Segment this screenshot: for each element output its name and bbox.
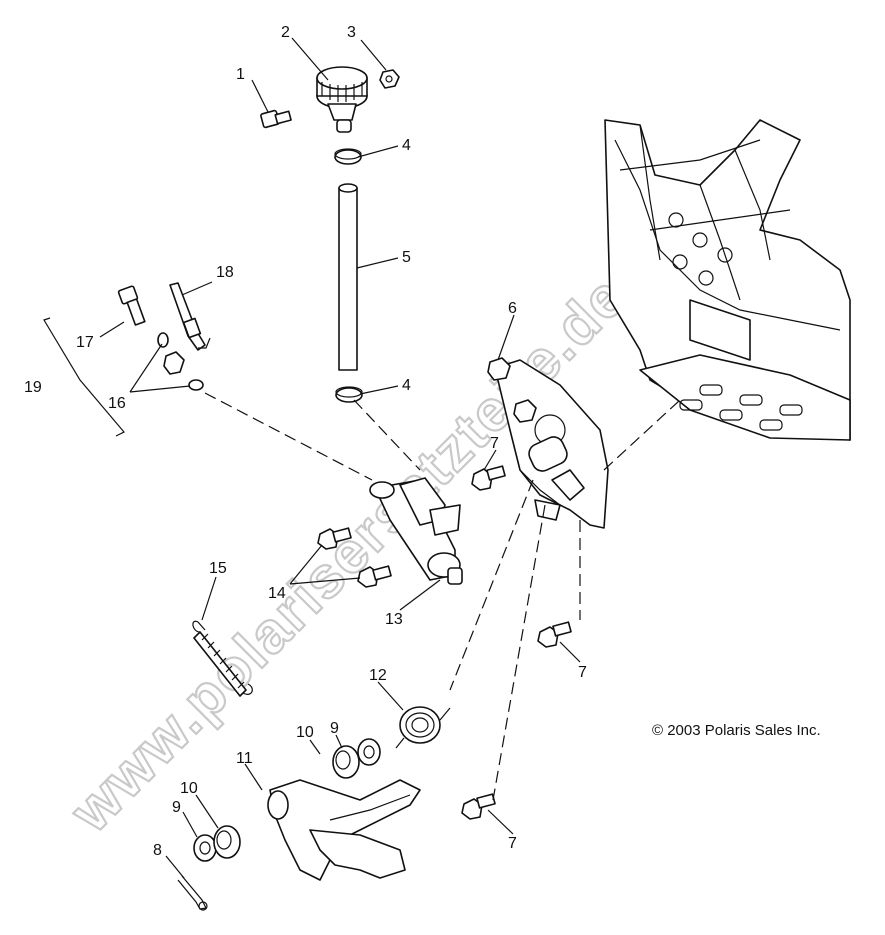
callout-9-left: 9: [172, 799, 181, 816]
callout-6: 6: [508, 300, 517, 317]
leader-lines: [99, 37, 581, 879]
assembly-lines: [204, 392, 681, 801]
brake-line-part-18: [163, 282, 211, 375]
sealing-washer-part-16-lower: [188, 379, 204, 391]
extension-spring-part-15: [192, 620, 253, 697]
reservoir-part-2: [316, 66, 368, 133]
banjo-bolt-part-17: [117, 285, 146, 326]
bushing-part-10-right: [332, 745, 360, 779]
torsion-spring-part-12: [395, 706, 451, 749]
callout-4-lower: 4: [402, 377, 411, 394]
callout-7-middle: 7: [578, 664, 587, 681]
callout-17: 17: [76, 334, 94, 351]
group-bracket-19: [43, 317, 125, 437]
washer-part-9-left: [193, 834, 217, 862]
callout-10-left: 10: [180, 780, 198, 797]
callout-7-upper: 7: [490, 435, 499, 452]
callout-13: 13: [385, 611, 403, 628]
master-cylinder-part-13: [369, 477, 463, 585]
callout-8: 8: [153, 842, 162, 859]
brake-pedal-part-11: [267, 779, 421, 881]
callout-11: 11: [236, 750, 253, 767]
bolt-part-14-upper: [317, 527, 352, 550]
clamp-part-4-lower: [335, 386, 363, 403]
callout-2: 2: [281, 24, 290, 41]
nut-part-3: [379, 69, 400, 89]
callout-9-right: 9: [330, 720, 339, 737]
frame-chassis-drawing: [604, 119, 851, 441]
callout-14: 14: [268, 585, 286, 602]
bolt-part-14-lower: [357, 565, 392, 588]
hose-part-5: [338, 183, 358, 371]
bolt-part-7-middle: [537, 621, 572, 648]
callout-19: 19: [24, 379, 42, 396]
callout-18: 18: [216, 264, 234, 281]
callout-16: 16: [108, 395, 126, 412]
copyright-text: © 2003 Polaris Sales Inc.: [652, 722, 821, 739]
sealing-washer-part-16-upper: [157, 332, 169, 348]
bracket-part-6: [487, 357, 609, 529]
callout-labels: 1 2 3 4 5 4 6 7 7 7 8 9 10 10 9 11 12 13…: [24, 24, 587, 859]
callout-12: 12: [369, 667, 387, 684]
cotter-pin-part-8: [177, 875, 208, 911]
bolt-part-1: [260, 109, 292, 129]
callout-1: 1: [236, 66, 245, 83]
washer-part-9-right: [357, 738, 381, 766]
callout-7-lower: 7: [508, 835, 517, 852]
clamp-part-4-upper: [334, 148, 362, 165]
bolt-part-7-lower: [461, 793, 496, 820]
callout-3: 3: [347, 24, 356, 41]
callout-4-upper: 4: [402, 137, 411, 154]
bushing-part-10-left: [213, 825, 241, 859]
callout-15: 15: [209, 560, 227, 577]
callout-10-right: 10: [296, 724, 314, 741]
bolt-part-7-upper: [471, 465, 506, 491]
callout-5: 5: [402, 249, 411, 266]
